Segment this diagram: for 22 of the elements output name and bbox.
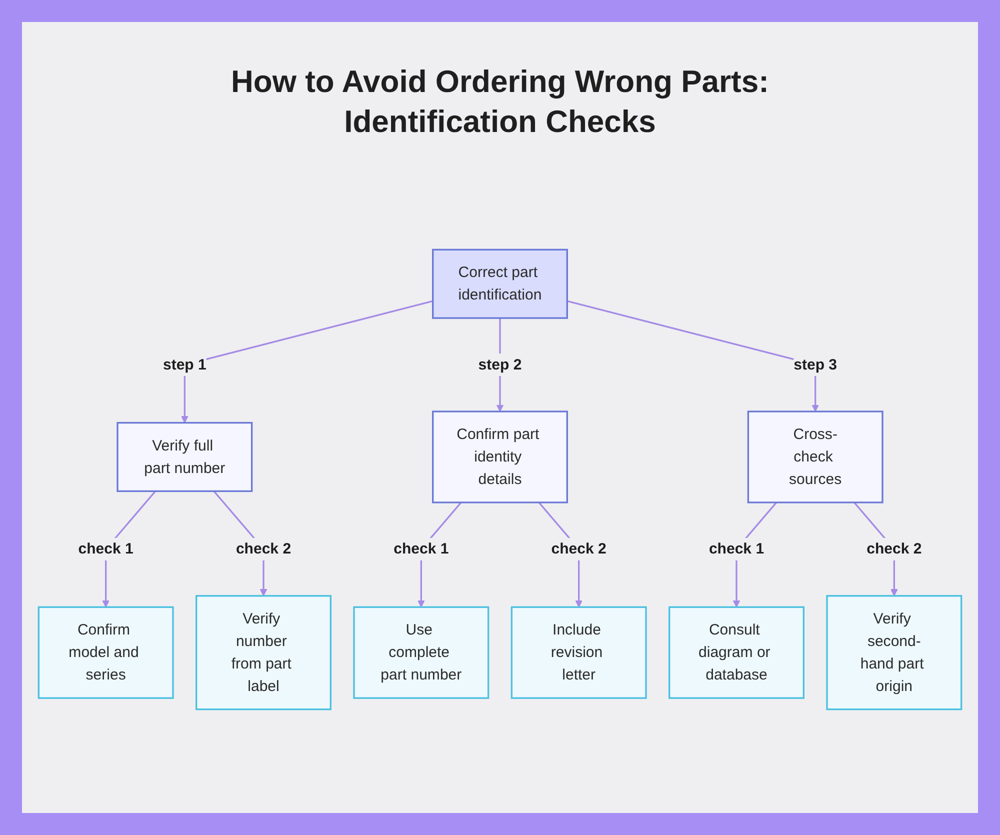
node-box: Correct part identification [432,248,568,319]
edge-label: check 1 [394,540,449,558]
arrow [181,300,434,424]
node-box: Confirm part identity details [432,410,568,504]
node-box: Include revision letter [510,606,647,699]
edge-label: check 1 [78,540,134,558]
edge-label: step 3 [794,356,838,373]
node-box: Use complete part number [353,606,490,699]
edge-label: check 2 [866,540,922,558]
edge-label: check 2 [236,540,292,558]
node-box: Verify second-hand part origin [826,595,962,710]
node-box: Verify full part number [116,422,253,492]
node-box: Cross-check sources [747,410,884,504]
node-box: Confirm model and series [38,606,174,699]
node-box: Consult diagram or database [668,606,804,699]
edge-label: step 1 [162,356,206,373]
edge-label: step 2 [478,356,522,373]
diagram-title: How to Avoid Ordering Wrong Parts: Identification Checks [230,63,770,141]
edge-label: check 2 [551,540,606,558]
edge-label: check 1 [708,540,764,558]
node-box: Verify number from part label [196,595,332,710]
arrow [566,300,819,412]
